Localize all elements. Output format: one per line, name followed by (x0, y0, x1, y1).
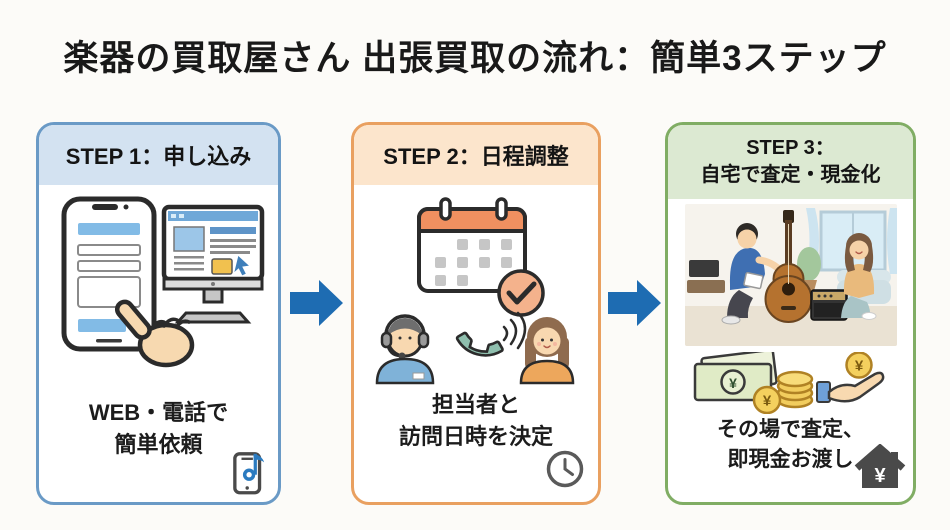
clipboard-graphic (742, 271, 764, 290)
step3-header-line1: STEP 3： (746, 137, 835, 159)
smartphone-music-note-icon (233, 452, 265, 495)
step3-header-line2: 自宅で査定・現金化 (700, 164, 881, 186)
page-title: 楽器の買取屋さん 出張買取の流れ：簡単3ステップ (63, 39, 887, 78)
banknotes-graphic: ¥ (693, 352, 778, 402)
clock-icon (546, 450, 584, 488)
coin-stack-graphic (776, 370, 813, 409)
arrow-right-icon (608, 280, 661, 326)
sound-waves-icon (502, 311, 527, 350)
step2-caption-line1: 担当者と (431, 392, 520, 417)
yen-coin-icon: ¥ (752, 385, 781, 414)
phone-call-icon (455, 311, 527, 357)
calendar-icon (417, 197, 545, 317)
svg-text:¥: ¥ (729, 375, 737, 391)
step3-header: STEP 3： 自宅で査定・現金化 (668, 125, 913, 199)
step2-body: 担当者と 訪問日時を決定 (354, 185, 598, 502)
step1-caption: WEB・電話で 簡単依頼 (39, 397, 278, 461)
step1-caption-line1: WEB・電話で (88, 400, 229, 425)
step3-caption-line1: その場で査定、 (717, 418, 864, 441)
desktop-monitor-graphic (161, 204, 264, 324)
house-yen-icon: ¥ (854, 444, 906, 488)
customer-woman-graphic (519, 317, 575, 385)
check-circle-icon (497, 269, 545, 317)
smartphone-and-desktop-illustration (61, 196, 264, 368)
step1-panel: STEP 1：申し込み (36, 122, 281, 505)
step2-panel: STEP 2：日程調整 (351, 122, 601, 505)
step1-header-label: STEP 1：申し込み (65, 144, 252, 169)
step1-body: WEB・電話で 簡単依頼 (39, 185, 278, 502)
schedule-call-illustration (375, 197, 575, 385)
tapping-hand-graphic (114, 299, 194, 368)
step3-caption: その場で査定、 即現金お渡し (668, 415, 913, 476)
svg-text:¥: ¥ (854, 358, 863, 375)
step3-body: ¥ ¥ ¥ そ (668, 199, 913, 502)
step1-header: STEP 1：申し込み (39, 125, 278, 185)
tv-stand-graphic (686, 260, 725, 293)
step1-caption-line2: 簡単依頼 (114, 431, 203, 457)
step2-caption: 担当者と 訪問日時を決定 (354, 389, 598, 453)
arrow-right-icon (290, 280, 343, 326)
hand-receiving-coin-graphic: ¥ (815, 352, 884, 403)
svg-text:¥: ¥ (874, 465, 886, 487)
cash-payment-illustration: ¥ ¥ ¥ (693, 352, 884, 414)
call-operator-graphic (375, 314, 435, 385)
smartphone-form-graphic (61, 196, 156, 352)
home-appraisal-scene-illustration (684, 204, 897, 346)
step3-panel: STEP 3： 自宅で査定・現金化 (665, 122, 916, 505)
step2-header: STEP 2：日程調整 (354, 125, 598, 185)
step2-caption-line2: 訪問日時を決定 (398, 423, 553, 449)
staff-man-graphic (721, 223, 789, 325)
svg-text:¥: ¥ (762, 393, 771, 410)
cursor-arrow-icon (232, 254, 251, 277)
acoustic-guitar-graphic (764, 210, 812, 323)
customer-woman-graphic (840, 233, 876, 320)
step3-caption-line2: 即現金お渡し (727, 448, 854, 472)
step2-header-label: STEP 2：日程調整 (383, 144, 569, 169)
